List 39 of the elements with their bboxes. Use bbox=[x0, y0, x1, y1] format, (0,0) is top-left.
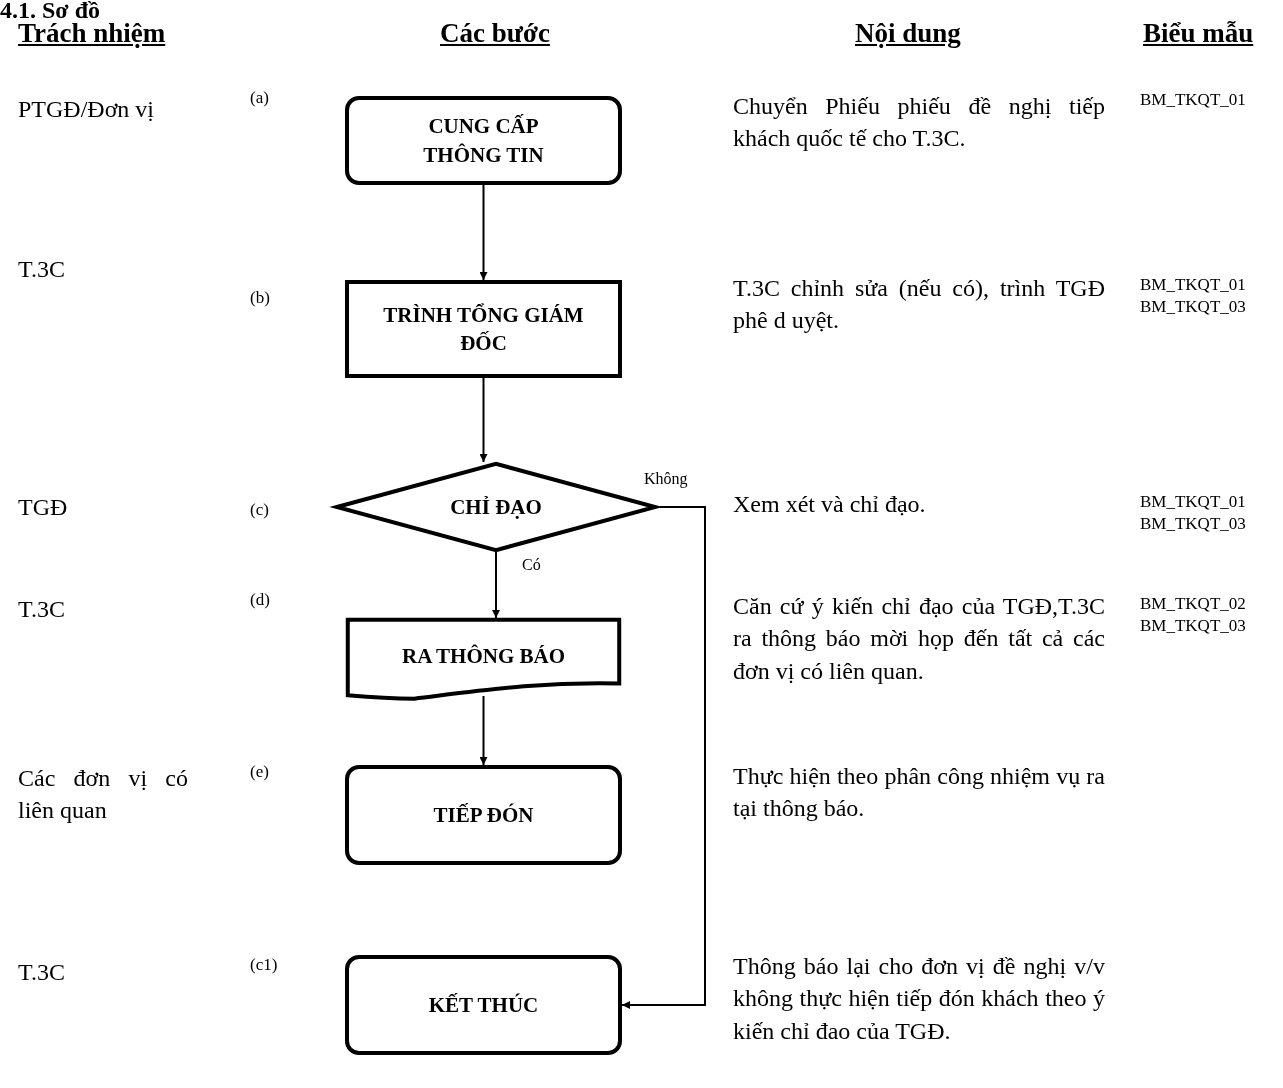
form-code: BM_TKQT_03 bbox=[1140, 297, 1246, 317]
step-letter: (a) bbox=[250, 88, 269, 108]
step-letter: (c1) bbox=[250, 955, 278, 975]
document-box: RA THÔNG BÁO bbox=[345, 618, 622, 702]
role-text: T.3C bbox=[18, 595, 65, 624]
column-header: Biểu mẫu bbox=[1143, 18, 1254, 49]
step-description: Thông báo lại cho đơn vị đề nghị v/v không thực hiện tiếp đón khách theo ý kiến chỉ đao của TGĐ. bbox=[733, 952, 1105, 1046]
step-letter: (b) bbox=[250, 288, 270, 308]
role-text: TGĐ bbox=[18, 493, 68, 522]
step-description: T.3C chỉnh sửa (nếu có), trình TGĐ phê d uyệt. bbox=[733, 274, 1105, 336]
form-code: BM_TKQT_03 bbox=[1140, 514, 1246, 534]
step-description: Căn cứ ý kiến chỉ đạo của TGĐ,T.3C ra thông báo mời họp đến tất cả các đơn vị có liên quan. bbox=[733, 592, 1105, 686]
arrow bbox=[479, 695, 488, 766]
terminal-box: CUNG CẤP THÔNG TIN bbox=[345, 96, 622, 185]
arrow bbox=[492, 551, 500, 619]
step-description: Thực hiện theo phân công nhiệm vụ ra tại thông báo. bbox=[733, 762, 1105, 824]
role-text: T.3C bbox=[18, 255, 65, 284]
step-letter: (e) bbox=[250, 762, 269, 782]
form-code: BM_TKQT_03 bbox=[1140, 616, 1246, 636]
form-code: BM_TKQT_01 bbox=[1140, 492, 1246, 512]
role-text: T.3C bbox=[18, 958, 65, 987]
column-header: Nội dung bbox=[855, 18, 961, 49]
arrow bbox=[479, 377, 488, 463]
column-header: Các bước bbox=[440, 18, 550, 49]
step-letter: (d) bbox=[250, 590, 270, 610]
arrow bbox=[479, 184, 488, 281]
process-box: TRÌNH TỔNG GIÁM ĐỐC bbox=[345, 280, 622, 378]
edge-label: Không bbox=[642, 470, 690, 488]
step-description: Xem xét và chỉ đạo. bbox=[733, 490, 927, 519]
form-code: BM_TKQT_02 bbox=[1140, 594, 1246, 614]
terminal-box: TIẾP ĐÓN bbox=[345, 765, 622, 865]
role-text: PTGĐ/Đơn vị bbox=[18, 95, 155, 124]
form-code: BM_TKQT_01 bbox=[1140, 90, 1246, 110]
terminal-box: KẾT THÚC bbox=[345, 955, 622, 1055]
form-code: BM_TKQT_01 bbox=[1140, 275, 1246, 295]
step-description: Chuyển Phiếu phiếu đề nghị tiếp khách quốc tế cho T.3C. bbox=[733, 92, 1105, 154]
arrow bbox=[621, 506, 706, 1009]
role-text: Các đơn vị có liên quan bbox=[18, 764, 188, 826]
step-letter: (c) bbox=[250, 500, 269, 520]
